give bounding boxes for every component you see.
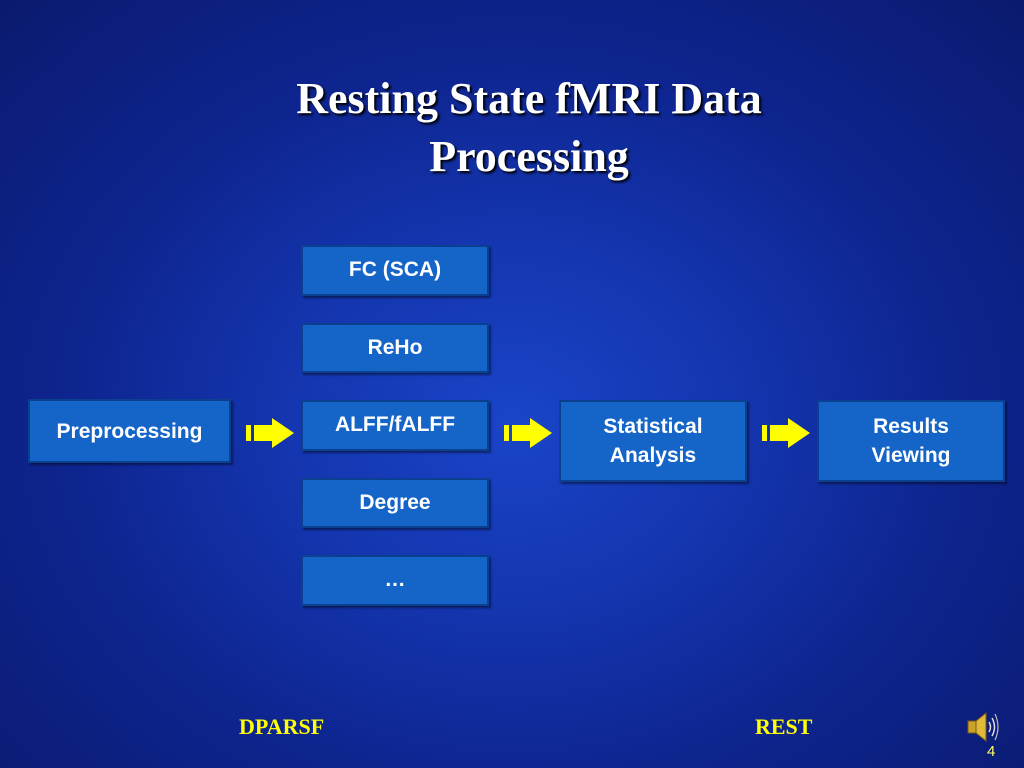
method-label: ALFF/fALFF [334,413,456,436]
slide-title-line1: Resting State fMRI Data [296,74,762,123]
statistical-analysis-box: Statistical Analysis [559,400,747,482]
statistical-analysis-label-line1: Statistical [603,415,703,438]
results-viewing-box: Results Viewing [817,400,1005,482]
slide-title-line2: Processing [429,132,629,181]
arrow-right-icon [504,418,552,448]
preprocessing-label: Preprocessing [56,419,203,443]
preprocessing-box: Preprocessing [28,399,231,463]
dparsf-link[interactable]: DPARSF [239,714,325,739]
method-box-alff: ALFF/fALFF [301,400,489,451]
arrow-right-icon [762,418,810,448]
results-viewing-label-line1: Results [873,415,949,438]
method-box-degree: Degree [301,478,489,528]
method-label: Degree [359,491,431,514]
rest-link[interactable]: REST [755,714,813,739]
arrow-right-icon [246,418,294,448]
method-box-reho: ReHo [301,323,489,373]
slide-title: Resting State fMRI Data Processing [0,70,1024,186]
method-label: FC (SCA) [348,258,442,281]
results-viewing-label-line2: Viewing [871,444,951,467]
speaker-icon[interactable] [964,710,1000,744]
method-box-fc-sca: FC (SCA) [301,245,489,296]
method-label: … [384,568,406,591]
statistical-analysis-label-line2: Analysis [609,444,697,467]
method-box-more: … [301,555,489,606]
page-number: 4 [987,743,996,760]
method-label: ReHo [367,336,423,359]
